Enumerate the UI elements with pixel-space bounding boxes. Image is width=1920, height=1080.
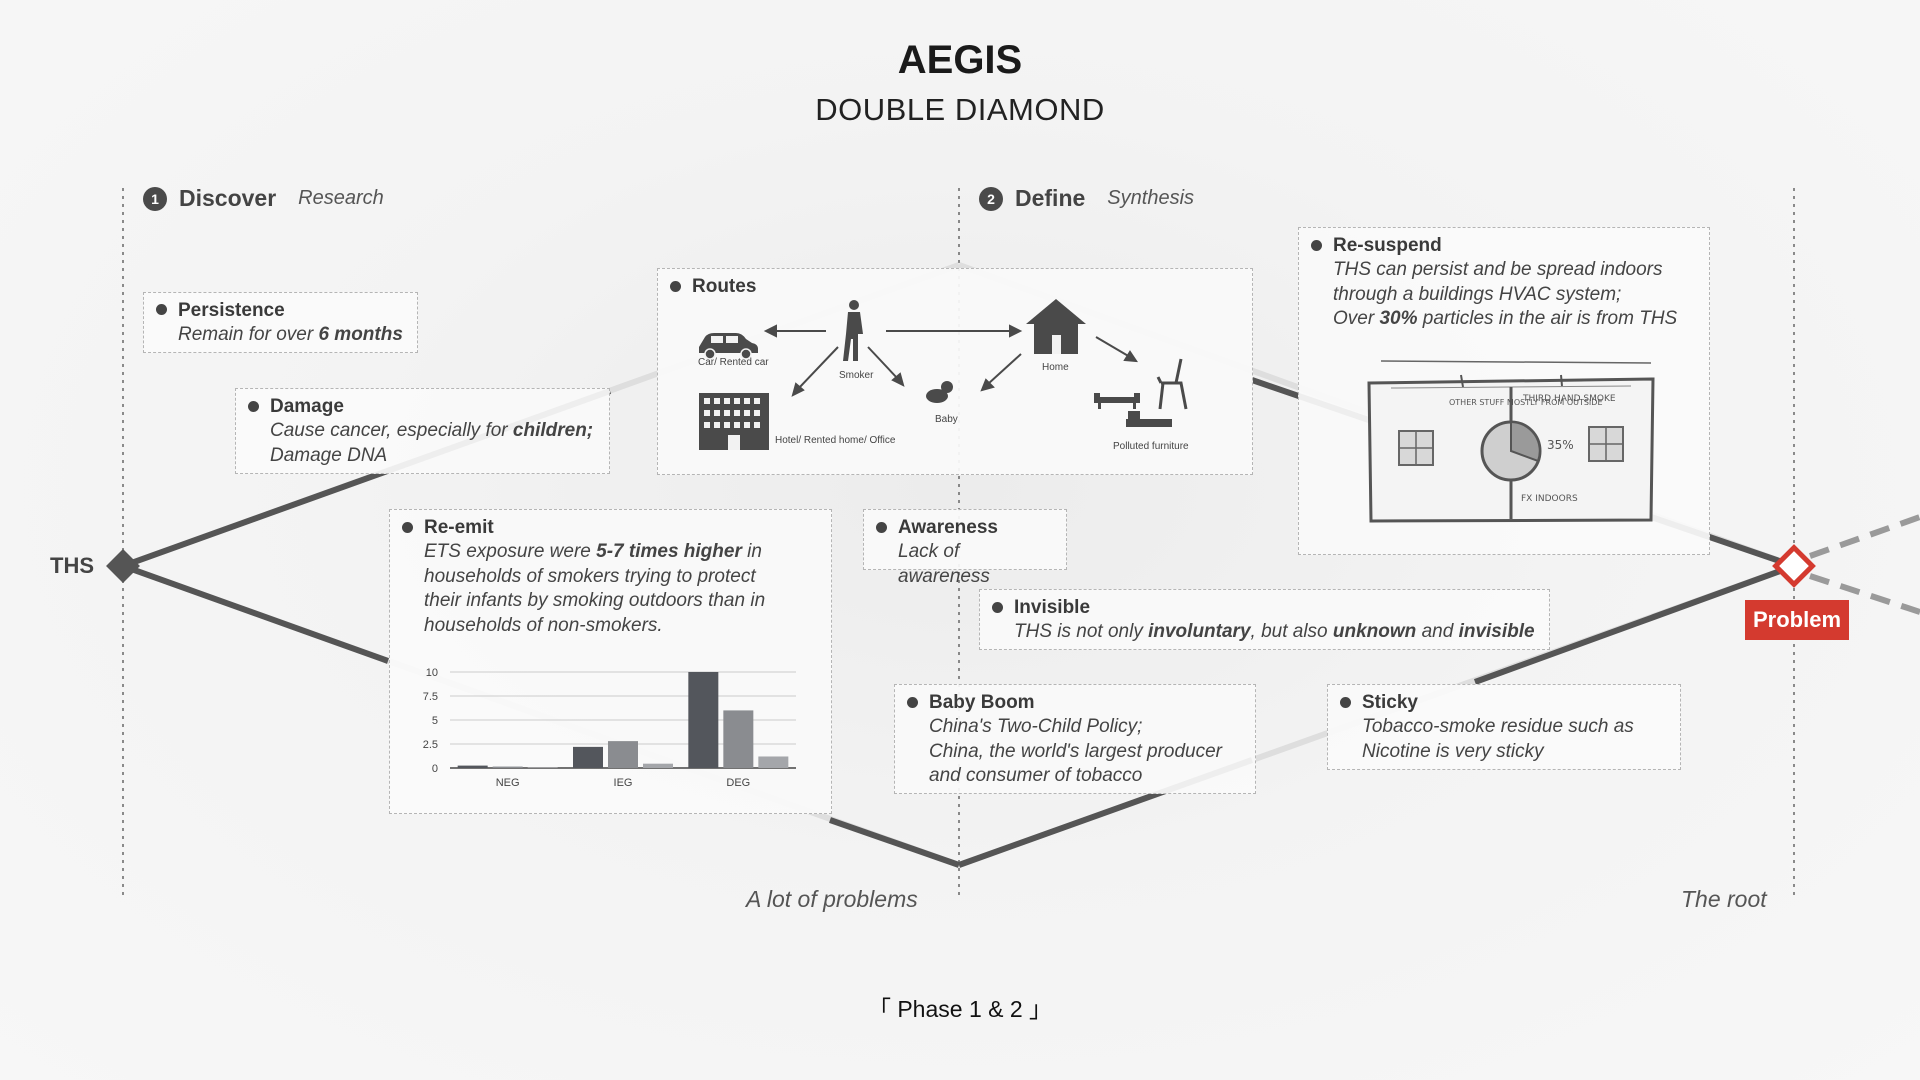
card-body: Remain for over 6 months <box>178 324 403 345</box>
bottom-label-root: The root <box>1681 886 1767 912</box>
sketch-note-percent: 35% <box>1547 438 1574 452</box>
bullet-dot <box>907 697 918 708</box>
phase-define: 2 Define Synthesis <box>979 185 1194 212</box>
route-arrows <box>763 324 1138 397</box>
hvac-sketch: OTHER STUFF MOSTLY FROM OUTSIDE THIRD HA… <box>1367 360 1655 523</box>
card-awareness: Awareness Lack of awareness <box>863 509 1067 587</box>
card-title: Sticky <box>1362 692 1418 713</box>
card-title: Persistence <box>178 300 285 321</box>
dark-lower-left <box>121 563 390 664</box>
card-title: Invisible <box>1014 597 1091 618</box>
footer-phase: 「 Phase 1 & 2 」 <box>867 996 1053 1022</box>
y-tick-label: 7.5 <box>423 691 438 703</box>
x-tick-label: IEG <box>614 777 633 789</box>
bar-neg-2 <box>492 766 523 768</box>
problem-badge: Problem <box>1745 600 1849 640</box>
bullet-dot <box>402 522 413 533</box>
bar-deg-1 <box>688 672 719 768</box>
card-body: Cause cancer, especially for children;Da… <box>270 420 594 466</box>
card-invisible: Invisible THS is not only involuntary, b… <box>979 589 1550 650</box>
card-body: Tobacco-smoke residue such as Nicotine i… <box>1362 716 1634 762</box>
sketch-note-indoors: FX INDOORS <box>1521 494 1578 504</box>
phase-sub: Research <box>298 187 384 209</box>
card-reemit: Re-emit ETS exposure were 5-7 times high… <box>389 509 832 814</box>
baby-icon <box>926 381 953 403</box>
card-title: Damage <box>270 396 344 417</box>
dash-lower <box>1809 573 1920 615</box>
card-body: THS can persist and be spread indoors th… <box>1333 259 1678 329</box>
card-routes: Routes <box>657 268 1253 475</box>
card-body: ETS exposure were 5-7 times higher in ho… <box>424 541 766 636</box>
car-label: Car/ Rented car <box>698 357 769 368</box>
home-icon <box>1026 299 1086 354</box>
smoker-icon <box>843 300 863 361</box>
dark-lower-right-b <box>1473 563 1796 685</box>
card-body: Lack of awareness <box>898 541 990 587</box>
y-tick-label: 10 <box>426 667 438 679</box>
card-damage: Damage Cause cancer, especially for chil… <box>235 388 610 474</box>
bar-deg-2 <box>723 710 754 768</box>
bar-neg-1 <box>457 765 488 768</box>
bullet-dot <box>248 401 259 412</box>
sketch-note-other-stuff: OTHER STUFF MOSTLY FROM OUTSIDE <box>1449 398 1603 407</box>
bullet-dot <box>1311 240 1322 251</box>
card-persistence: Persistence Remain for over 6 months <box>143 292 418 353</box>
bar-ieg-2 <box>608 741 638 768</box>
card-title: Routes <box>692 276 757 297</box>
card-resuspend: Re-suspend THS can persist and be spread… <box>1298 227 1710 555</box>
phase-name: Define <box>1015 185 1086 211</box>
routes-illustration <box>699 299 1188 450</box>
smoker-label: Smoker <box>839 370 874 381</box>
bullet-dot <box>156 304 167 315</box>
hotel-building-icon <box>699 393 769 450</box>
bar-deg-3 <box>758 756 789 768</box>
card-body: THS is not only involuntary, but also un… <box>1014 621 1535 642</box>
hotel-label: Hotel/ Rented home/ Office <box>775 435 896 446</box>
card-title: Awareness <box>898 517 998 538</box>
card-babyboom: Baby Boom China's Two-Child Policy; Chin… <box>894 684 1256 794</box>
bullet-dot <box>670 281 681 292</box>
furniture-label: Polluted furniture <box>1113 441 1189 452</box>
bullet-dot <box>1340 697 1351 708</box>
bullet-dot <box>992 602 1003 613</box>
home-label: Home <box>1042 362 1069 373</box>
bullet-dot <box>876 522 887 533</box>
y-tick-label: 0 <box>432 763 438 775</box>
baby-label: Baby <box>935 414 958 425</box>
card-body: China's Two-Child Policy; China, the wor… <box>929 716 1222 786</box>
card-title: Re-suspend <box>1333 235 1442 256</box>
bottom-label-problems: A lot of problems <box>746 886 918 912</box>
x-tick-label: DEG <box>726 777 750 789</box>
phase-name: Discover <box>179 185 277 211</box>
phase-number-badge: 2 <box>979 186 1003 211</box>
phase-number-badge: 1 <box>143 186 167 211</box>
dash-upper <box>1808 514 1920 559</box>
start-label: THS <box>50 553 94 578</box>
furniture-icon <box>1094 358 1188 427</box>
car-icon <box>699 333 758 360</box>
page-title: AEGIS <box>897 38 1023 82</box>
phase-discover: 1 Discover Research <box>143 185 384 212</box>
card-title: Baby Boom <box>929 692 1035 713</box>
bar-neg-3 <box>527 767 558 769</box>
ths-node-diamond <box>106 549 140 583</box>
card-title: Re-emit <box>424 517 494 538</box>
problem-node-diamond <box>1772 544 1816 588</box>
bar-ieg-1 <box>573 746 603 768</box>
diverging-dashes <box>1808 514 1920 615</box>
dark-lower-mid <box>829 817 960 868</box>
card-sticky: Sticky Tobacco-smoke residue such as Nic… <box>1327 684 1681 770</box>
sketch-note-third-hand: THIRD HAND SMOKE <box>1522 394 1616 404</box>
x-tick-label: NEG <box>496 777 520 789</box>
page-subtitle: DOUBLE DIAMOND <box>815 92 1105 127</box>
y-tick-label: 5 <box>432 715 438 727</box>
y-tick-label: 2.5 <box>423 739 438 751</box>
phase-sub: Synthesis <box>1107 187 1195 209</box>
bar-ieg-3 <box>643 763 673 768</box>
